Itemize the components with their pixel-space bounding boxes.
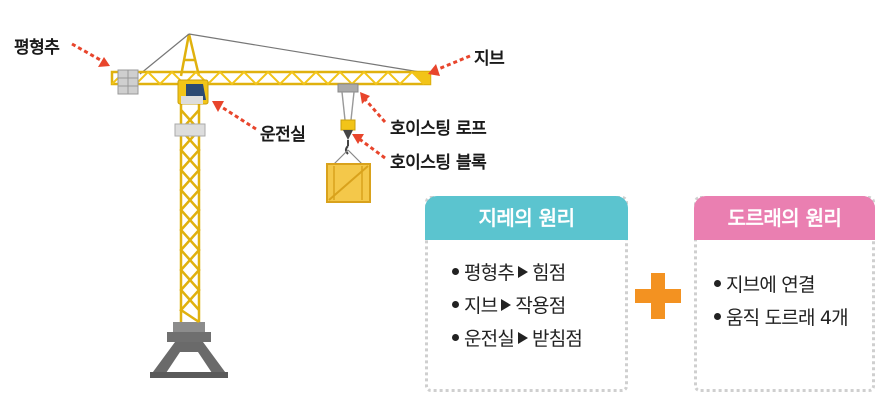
counterweight bbox=[117, 69, 139, 95]
pulley-card-title: 도르래의 원리 bbox=[694, 196, 875, 240]
callout-arrows bbox=[71, 42, 471, 160]
pulley-card-list: 지브에 연결 움직 도르래 4개 bbox=[714, 269, 849, 335]
trolley bbox=[337, 83, 359, 93]
pendant-lines bbox=[139, 33, 421, 75]
label-counterweight: 평형추 bbox=[14, 38, 60, 58]
label-jib: 지브 bbox=[474, 49, 505, 69]
hoist-block bbox=[333, 119, 363, 165]
arrow-jib bbox=[435, 54, 471, 72]
lever-card-title: 지레의 원리 bbox=[425, 196, 628, 240]
bullet-icon bbox=[714, 280, 721, 287]
bullet-icon bbox=[452, 301, 459, 308]
crane-platform bbox=[174, 123, 206, 137]
crane-jib bbox=[110, 70, 432, 86]
arrow-hoist-rope bbox=[362, 97, 387, 123]
hoist-rope bbox=[341, 91, 355, 121]
arrow-counterweight bbox=[71, 42, 105, 64]
list-item: 지브에 연결 bbox=[714, 269, 848, 302]
label-hoist-block: 호이스팅 블록 bbox=[390, 153, 487, 173]
play-arrow-icon bbox=[518, 331, 529, 344]
bullet-icon bbox=[452, 334, 459, 341]
label-hoist-rope: 호이스팅 로프 bbox=[390, 119, 487, 139]
arrow-hoist-block bbox=[357, 136, 386, 160]
crane-tower bbox=[179, 100, 201, 324]
callout-arrowheads bbox=[98, 57, 440, 144]
bullet-icon bbox=[714, 313, 721, 320]
cargo-crate bbox=[326, 163, 371, 203]
play-arrow-icon bbox=[518, 265, 529, 278]
play-arrow-icon bbox=[501, 298, 512, 311]
arrow-cab bbox=[219, 104, 257, 131]
label-cab: 운전실 bbox=[260, 125, 306, 145]
crane-mast bbox=[179, 33, 201, 77]
list-item: 움직 도르래 4개 bbox=[714, 302, 849, 335]
bullet-icon bbox=[452, 268, 459, 275]
plus-icon bbox=[635, 273, 681, 319]
operator-cab bbox=[177, 79, 209, 105]
crane-base bbox=[150, 322, 228, 378]
